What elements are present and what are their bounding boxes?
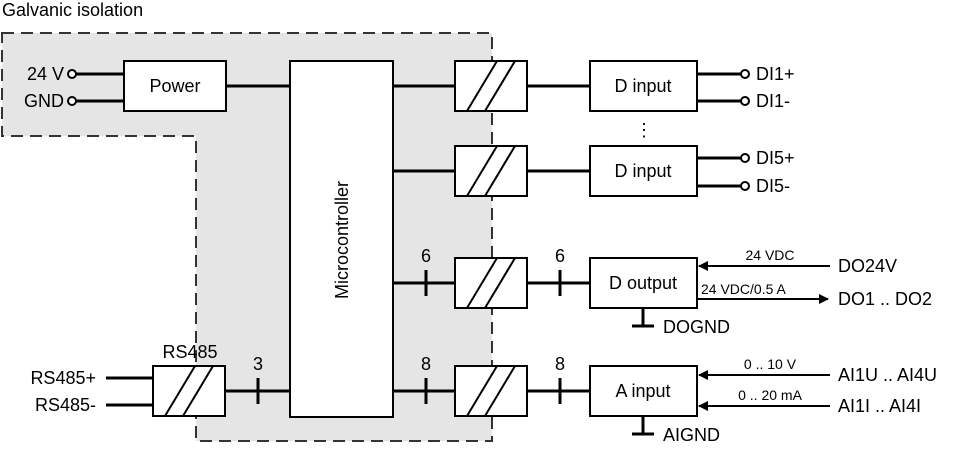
rs485-label: RS485 (162, 342, 217, 362)
label-ai1i-ai4i: AI1I .. AI4I (838, 396, 921, 416)
label-di5m: DI5- (756, 176, 790, 196)
d-input-5-label: D input (614, 161, 671, 181)
a-input-block (589, 365, 698, 417)
signal-current-range: 0 .. 20 mA (738, 387, 802, 403)
label-aignd: AIGND (663, 425, 720, 445)
isolator-dout (454, 257, 528, 309)
label-rs485p: RS485+ (30, 368, 96, 388)
d-input-5-block (589, 145, 698, 197)
bus-width-rs485: 3 (253, 354, 263, 374)
label-di1p: DI1+ (756, 64, 795, 84)
d-output-label: D output (609, 273, 677, 293)
signal-do24v-supply: 24 VDC (745, 247, 794, 263)
isolator-di5 (454, 145, 528, 197)
ellipsis-dots: ⋮ (635, 120, 653, 140)
terminal-24v (67, 69, 77, 79)
bus-width-dout-right: 6 (555, 246, 565, 266)
label-di5p: DI5+ (756, 148, 795, 168)
label-gnd: GND (24, 91, 64, 111)
a-input-label: A input (615, 381, 670, 401)
terminal-di5p (740, 153, 750, 163)
diagram-title: Galvanic isolation (2, 0, 143, 20)
label-24v: 24 V (27, 64, 64, 84)
label-ai1u-ai4u: AI1U .. AI4U (838, 365, 937, 385)
isolator-di1 (454, 60, 528, 112)
label-di1m: DI1- (756, 91, 790, 111)
label-do1-do2: DO1 .. DO2 (838, 289, 932, 309)
terminal-gnd (67, 96, 77, 106)
label-rs485m: RS485- (35, 395, 96, 415)
terminal-di5m (740, 181, 750, 191)
microcontroller-label: Microcontroller (332, 181, 352, 299)
d-output-block (589, 257, 698, 309)
signal-do-output: 24 VDC/0.5 A (701, 281, 786, 297)
power-block (123, 60, 227, 112)
bus-width-ain-left: 8 (421, 354, 431, 374)
label-dognd: DOGND (663, 317, 730, 337)
isolator-ain (454, 365, 528, 417)
terminal-di1p (740, 69, 750, 79)
signal-voltage-range: 0 .. 10 V (744, 356, 797, 372)
bus-width-ain-right: 8 (555, 354, 565, 374)
microcontroller-block (289, 60, 394, 418)
rs485-isolator (152, 365, 226, 417)
d-input-1-label: D input (614, 76, 671, 96)
label-do24v: DO24V (838, 256, 897, 276)
bus-width-dout-left: 6 (421, 246, 431, 266)
terminal-di1m (740, 96, 750, 106)
d-input-1-block (589, 60, 698, 112)
power-label: Power (149, 76, 200, 96)
